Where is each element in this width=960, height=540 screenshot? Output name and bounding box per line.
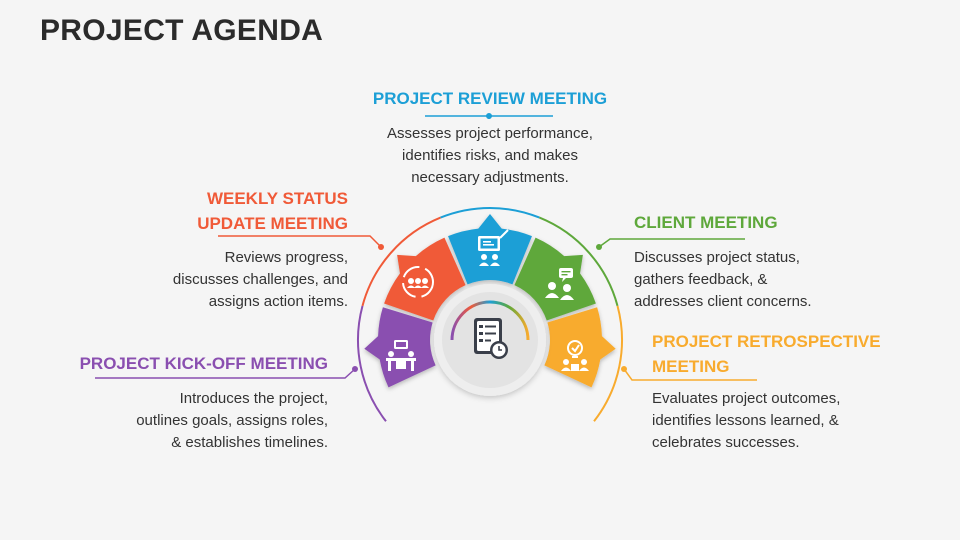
hub-accent-arc xyxy=(450,300,530,341)
kickoff-outer-arc xyxy=(357,305,387,422)
review-label: PROJECT REVIEW MEETING xyxy=(372,89,608,108)
client-segment xyxy=(514,237,596,321)
review-description: Assesses project performance, identifies… xyxy=(387,125,593,186)
weekly-description: Reviews progress, discusses challenges, … xyxy=(172,249,348,310)
client-outer-arc xyxy=(539,216,619,307)
presentation-icon xyxy=(478,229,509,266)
team-cycle-icon xyxy=(402,266,434,298)
client-description: Discusses project status, gathers feedba… xyxy=(634,249,812,310)
page-title: PROJECT AGENDA xyxy=(40,14,324,47)
retro-description: Evaluates project outcomes, identifies l… xyxy=(652,390,841,451)
meeting-table-icon xyxy=(386,340,416,371)
kickoff-label: PROJECT KICK-OFF MEETING xyxy=(79,354,328,373)
kickoff-description: Introduces the project, outlines goals, … xyxy=(136,390,328,451)
kickoff-connector-dot xyxy=(352,366,358,372)
weekly-outer-arc xyxy=(361,216,441,307)
idea-team-icon xyxy=(561,340,589,371)
retro-segment xyxy=(544,307,616,388)
client-connector xyxy=(598,238,745,248)
review-outer-arc xyxy=(440,207,540,219)
client-chat-icon xyxy=(545,268,574,300)
weekly-label: WEEKLY STATUS UPDATE MEETING xyxy=(197,189,348,233)
retro-outer-arc xyxy=(593,305,623,422)
retro-connector xyxy=(623,368,757,381)
retro-connector-dot xyxy=(621,366,627,372)
weekly-connector xyxy=(218,235,382,248)
client-label: CLIENT MEETING xyxy=(634,213,778,232)
kickoff-connector xyxy=(95,368,356,379)
client-connector-dot xyxy=(596,244,602,250)
retro-label: PROJECT RETROSPECTIVE MEETING xyxy=(652,332,881,376)
checklist-clock-icon xyxy=(474,318,508,359)
weekly-connector-dot xyxy=(378,244,384,250)
